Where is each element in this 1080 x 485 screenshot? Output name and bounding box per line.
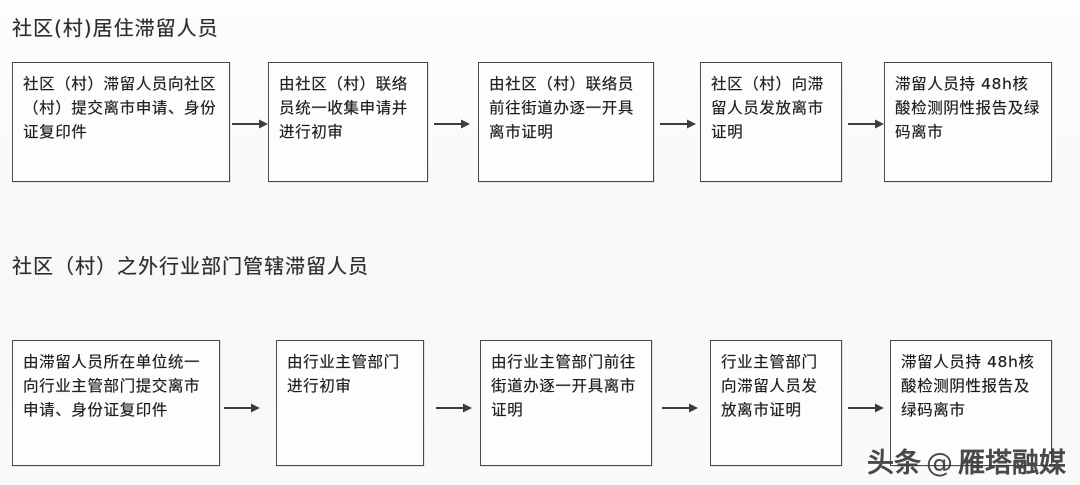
flow-step-box: 由滞留人员所在单位统一向行业主管部门提交离市申请、身份证复印件 <box>12 340 220 466</box>
flow-step-box: 社区（村）向滞留人员发放离市证明 <box>700 62 842 182</box>
flow-step-box: 由行业主管部门进行初审 <box>276 340 424 466</box>
flow-step-box: 由社区（村）联络员统一收集申请并进行初审 <box>268 62 428 182</box>
flow-arrow <box>232 118 268 132</box>
flow-row-industry: 由滞留人员所在单位统一向行业主管部门提交离市申请、身份证复印件 由行业主管部门进… <box>0 340 1080 468</box>
flow-step-label: 由社区（村）联络员前往街道办逐一开具离市证明 <box>489 75 634 141</box>
flow-step-box: 由行业主管部门前往街道办逐一开具离市证明 <box>480 340 652 466</box>
flow-arrow <box>434 118 470 132</box>
flow-arrow <box>224 402 260 416</box>
flow-arrow <box>848 402 884 416</box>
flow-step-box: 滞留人员持 48h核酸检测阴性报告及绿码离市 <box>890 340 1052 466</box>
flow-step-label: 滞留人员持 48h核酸检测阴性报告及绿码离市 <box>895 75 1040 141</box>
flow-step-label: 滞留人员持 48h核酸检测阴性报告及绿码离市 <box>901 353 1035 419</box>
flow-step-label: 社区（村）滞留人员向社区（村）提交离市申请、身份证复印件 <box>23 75 217 141</box>
flow-step-box: 滞留人员持 48h核酸检测阴性报告及绿码离市 <box>884 62 1052 182</box>
flow-row-community: 社区（村）滞留人员向社区（村）提交离市申请、身份证复印件 由社区（村）联络员统一… <box>0 62 1080 184</box>
flow-step-box: 社区（村）滞留人员向社区（村）提交离市申请、身份证复印件 <box>12 62 230 182</box>
flow-step-label: 由行业主管部门前往街道办逐一开具离市证明 <box>491 353 636 419</box>
flow-arrow <box>662 402 698 416</box>
flow-step-label: 由社区（村）联络员统一收集申请并进行初审 <box>279 75 408 141</box>
flow-arrow <box>848 118 884 132</box>
flow-step-box: 行业主管部门向滞留人员发放离市证明 <box>710 340 842 466</box>
section-heading-industry: 社区（村）之外行业部门管辖滞留人员 <box>12 254 369 278</box>
flow-arrow <box>660 118 696 132</box>
flow-arrow <box>436 402 472 416</box>
section-heading-community: 社区(村)居住滞留人员 <box>12 16 219 40</box>
flow-step-label: 由行业主管部门进行初审 <box>287 353 400 395</box>
flow-step-box: 由社区（村）联络员前往街道办逐一开具离市证明 <box>478 62 654 182</box>
flow-step-label: 社区（村）向滞留人员发放离市证明 <box>711 75 824 141</box>
flow-step-label: 行业主管部门向滞留人员发放离市证明 <box>721 353 818 419</box>
flow-step-label: 由滞留人员所在单位统一向行业主管部门提交离市申请、身份证复印件 <box>23 353 201 419</box>
